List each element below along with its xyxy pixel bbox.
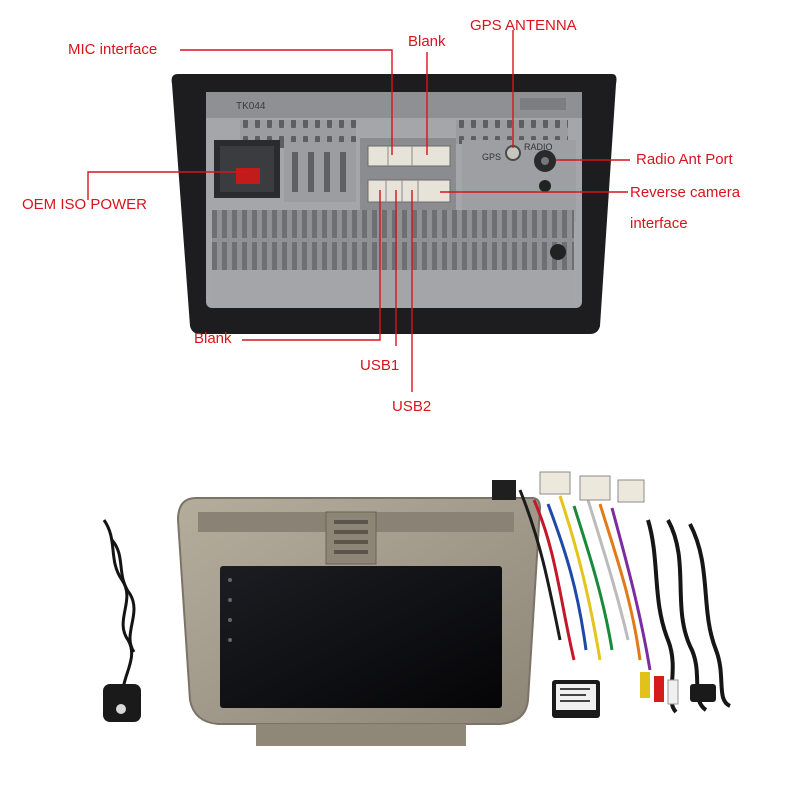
rca-plug-red xyxy=(654,676,664,702)
heat-sink-ribs xyxy=(212,210,574,272)
rca-plug-yellow xyxy=(640,672,650,698)
model-mark: TK044 xyxy=(236,101,266,112)
callout-reverse-camera: Reverse camera xyxy=(630,184,741,201)
mic-blank-connector xyxy=(367,145,451,167)
rca-plug-white xyxy=(667,679,679,705)
harness-plug-black xyxy=(492,480,516,500)
callout-mic-interface: MIC interface xyxy=(68,41,158,58)
callout-gps-antenna: GPS ANTENNA xyxy=(470,17,577,34)
reverse-camera-port xyxy=(539,180,551,192)
gps-antenna-icon xyxy=(102,519,141,722)
hazard-switch-slot xyxy=(325,511,377,565)
leader-blank-bottom xyxy=(242,190,381,341)
callout-usb2: USB2 xyxy=(392,398,432,415)
wiring-harness-icon xyxy=(518,489,652,671)
harness-plug-white-1 xyxy=(539,471,571,495)
callout-usb1: USB1 xyxy=(360,357,400,374)
chassis-bottom xyxy=(212,270,574,304)
gps-antenna-port xyxy=(505,145,521,161)
leader-mic xyxy=(180,49,393,155)
can-box-icon xyxy=(552,680,600,718)
radio-port-mark: RADIO xyxy=(524,142,553,152)
chassis-top-strip xyxy=(206,92,582,118)
callout-oem-iso-power: OEM ISO POWER xyxy=(22,196,148,213)
callout-reverse-interface: interface xyxy=(630,215,688,232)
usb-reverse-connector xyxy=(367,179,451,203)
harness-plug-white-2 xyxy=(579,475,611,501)
leader-lines xyxy=(87,30,630,392)
dash-frame-with-screen xyxy=(176,497,542,746)
lower-right-port xyxy=(550,244,566,260)
callout-blank-bottom: Blank xyxy=(194,330,232,347)
screen xyxy=(220,566,502,708)
callout-radio-ant-port: Radio Ant Port xyxy=(636,151,733,168)
frame-bottom-tab xyxy=(256,724,466,746)
harness-plug-white-3 xyxy=(617,479,645,503)
callout-blank-top: Blank xyxy=(408,33,446,50)
label-plate xyxy=(520,98,566,110)
gps-port-mark: GPS xyxy=(482,152,501,162)
head-unit-rear: TK044 GPS RADIO xyxy=(171,74,617,334)
leader-oem xyxy=(87,171,248,200)
usb-plug xyxy=(690,684,716,702)
